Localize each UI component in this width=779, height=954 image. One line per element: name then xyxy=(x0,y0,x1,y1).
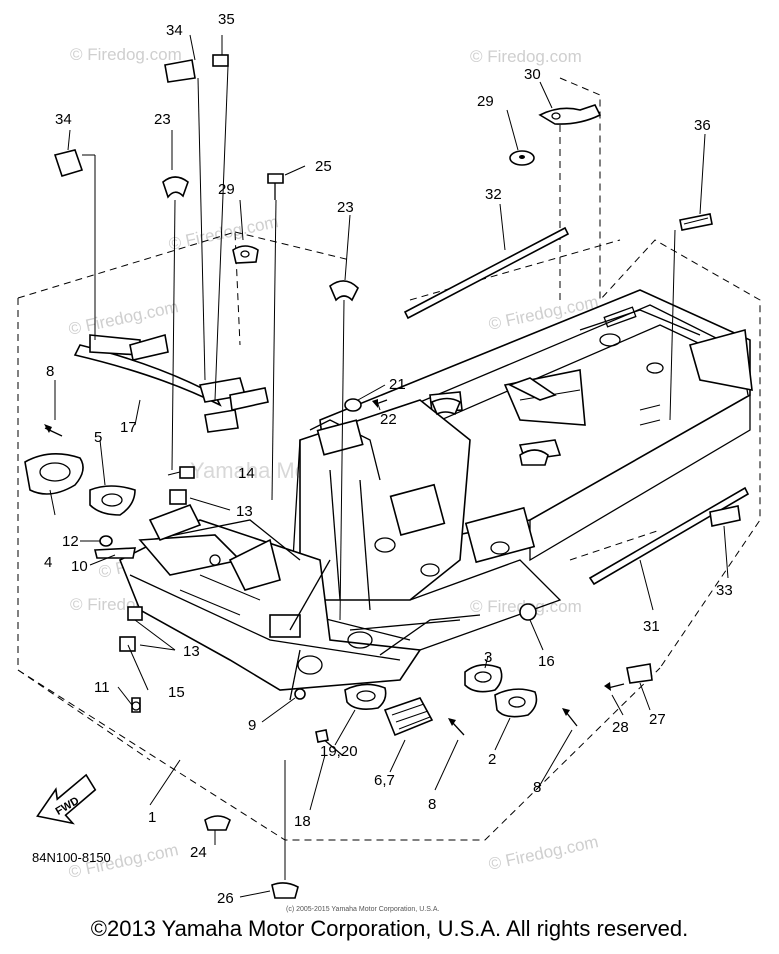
callout-label: 30 xyxy=(524,66,541,83)
parts-diagram: © Firedog.com © Firedog.com © Firedog.co… xyxy=(17,11,761,913)
callout-label: 17 xyxy=(120,419,137,436)
frame-assembly xyxy=(118,289,753,701)
callout-label: 23 xyxy=(154,111,171,128)
callout-label: 35 xyxy=(218,11,235,28)
callout-label: 15 xyxy=(168,684,185,701)
bracket-4 xyxy=(24,453,84,495)
callout-label: 32 xyxy=(485,186,502,203)
fwd-arrow: FWD xyxy=(36,773,97,825)
watermark: © Firedog.com xyxy=(487,832,600,874)
small-copyright: (c) 2005-2015 Yamaha Motor Corporation, … xyxy=(286,906,439,913)
callout-label: 24 xyxy=(190,844,207,861)
small-parts-bottom xyxy=(204,760,299,899)
leader-lines xyxy=(49,34,729,898)
callout-label: 18 xyxy=(294,813,311,830)
watermark: © Firedog.com xyxy=(67,297,180,339)
callout-label: 8 xyxy=(533,779,541,796)
callout-label: 34 xyxy=(55,111,72,128)
small-parts-top-right xyxy=(344,104,750,586)
callout-label: 34 xyxy=(166,22,183,39)
callout-label: 5 xyxy=(94,429,102,446)
callout-label: 16 xyxy=(538,653,555,670)
callout-label: 31 xyxy=(643,618,660,635)
callout-label: 8 xyxy=(428,796,436,813)
small-parts-lower-right xyxy=(294,603,653,756)
callout-label: 4 xyxy=(44,554,52,571)
callout-label: 33 xyxy=(716,582,733,599)
callout-label: 29 xyxy=(218,181,235,198)
bumper-bar xyxy=(73,333,269,433)
callout-label: 27 xyxy=(649,711,666,728)
callout-label: 13 xyxy=(236,503,253,520)
small-parts-left xyxy=(24,424,195,713)
callout-label: 36 xyxy=(694,117,711,134)
callout-label: 8 xyxy=(46,363,54,380)
callout-label: 2 xyxy=(488,751,496,768)
diagram-code: 84N100-8150 xyxy=(32,850,111,865)
callout-labels: 1 2 3 4 5 6,7 8 8 8 9 10 11 12 13 13 14 … xyxy=(44,11,733,907)
copyright-footer: ©2013 Yamaha Motor Corporation, U.S.A. A… xyxy=(90,916,689,941)
callout-label: 10 xyxy=(71,558,88,575)
small-parts-top-left xyxy=(53,54,359,302)
callout-label: 1 xyxy=(148,809,156,826)
callout-label: 26 xyxy=(217,890,234,907)
callout-label: 13 xyxy=(183,643,200,660)
callout-label: 11 xyxy=(94,679,110,696)
callout-label: 22 xyxy=(380,411,397,428)
callout-label: 23 xyxy=(337,199,354,216)
watermark: © Firedog.com xyxy=(70,45,182,64)
callout-label: 6,7 xyxy=(374,772,395,789)
callout-label: 12 xyxy=(62,533,79,550)
callout-label: 9 xyxy=(248,717,256,734)
callout-label: 21 xyxy=(389,376,406,393)
callout-label: 25 xyxy=(315,158,332,175)
callout-label: 14 xyxy=(238,465,255,482)
callout-label: 29 xyxy=(477,93,494,110)
plate-5 xyxy=(89,485,136,516)
watermark: © Firedog.com xyxy=(470,47,582,66)
callout-label: 3 xyxy=(484,649,492,666)
callout-label: 19,20 xyxy=(320,743,358,760)
callout-label: 28 xyxy=(612,719,629,736)
